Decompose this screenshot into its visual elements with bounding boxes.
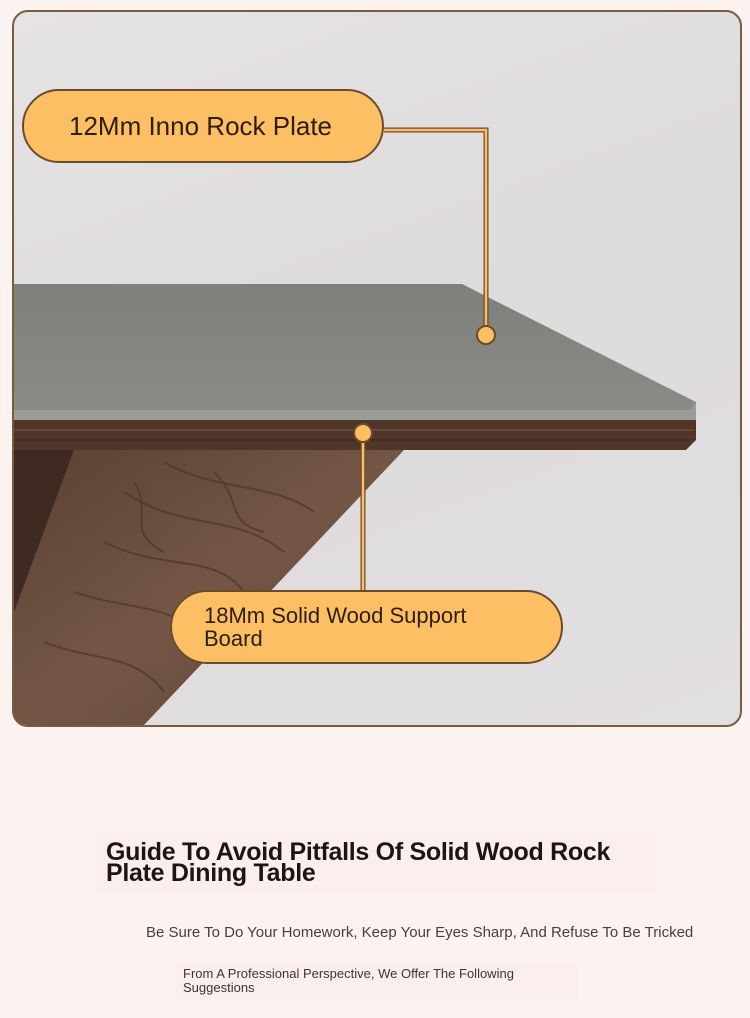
rock-plate-marker bbox=[476, 325, 496, 345]
table-illustration bbox=[14, 127, 696, 725]
rock-plate-label: 12Mm Inno Rock Plate bbox=[69, 110, 333, 141]
rock-plate-edge bbox=[14, 402, 696, 422]
rock-plate-callout: 12Mm Inno Rock Plate bbox=[22, 89, 384, 163]
wood-board-callout: 18Mm Solid Wood Support Board bbox=[170, 590, 563, 664]
guide-subtitle: Be Sure To Do Your Homework, Keep Your E… bbox=[146, 924, 694, 941]
wood-board-marker bbox=[353, 423, 373, 443]
wood-board-label: 18Mm Solid Wood Support Board bbox=[204, 603, 467, 651]
table-leg-front bbox=[14, 450, 404, 725]
guide-title-background bbox=[96, 832, 656, 894]
rock-plate-top bbox=[14, 284, 696, 417]
guide-title: Guide To Avoid Pitfalls Of Solid Wood Ro… bbox=[106, 838, 611, 887]
perspective-background bbox=[176, 962, 578, 1000]
perspective-text: From A Professional Perspective, We Offe… bbox=[183, 966, 514, 995]
